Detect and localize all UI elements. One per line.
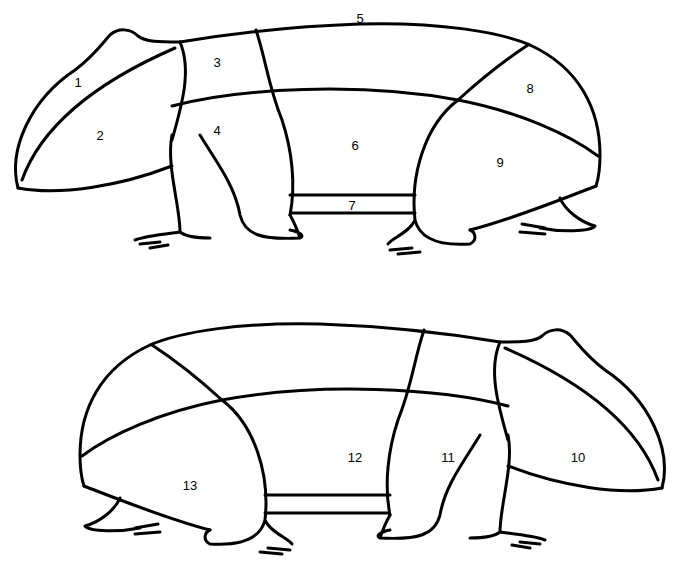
callout-number: 2 — [96, 129, 103, 142]
callout-number: 11 — [441, 451, 455, 464]
callout-number: 10 — [571, 451, 585, 464]
wombat-left-view — [16, 24, 600, 254]
callout-number: 9 — [496, 156, 503, 169]
callout-number: 7 — [348, 199, 355, 212]
callout-number: 5 — [356, 12, 363, 25]
callout-number: 1 — [74, 76, 81, 89]
callout-number: 4 — [213, 124, 220, 137]
callout-number: 3 — [213, 56, 220, 69]
wombat-right-view — [80, 324, 664, 554]
callout-number: 8 — [526, 82, 533, 95]
callout-number: 13 — [183, 479, 197, 492]
callout-number: 6 — [351, 139, 358, 152]
callout-number: 12 — [348, 451, 362, 464]
